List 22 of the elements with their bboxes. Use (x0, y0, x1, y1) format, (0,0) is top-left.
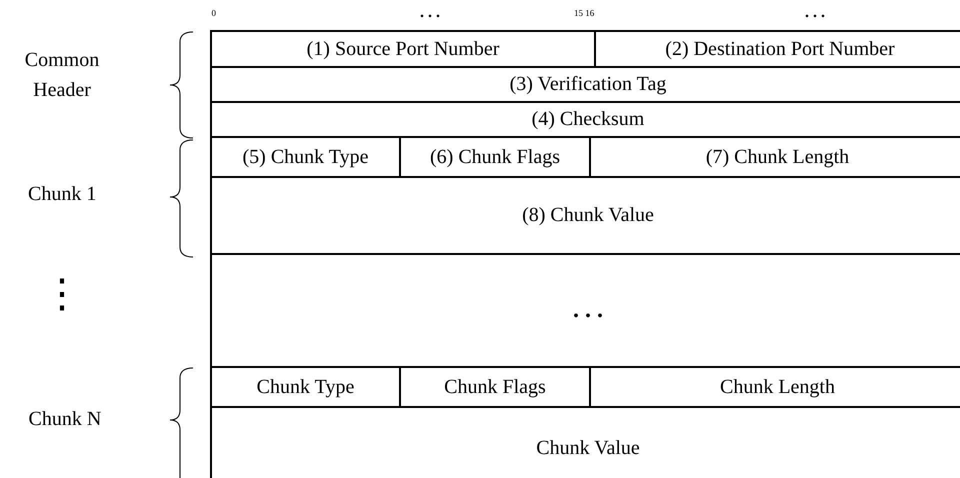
field-label: (8) Chunk Value (522, 204, 654, 227)
bit-number: 0 (212, 8, 216, 18)
field-label: Chunk Length (720, 376, 835, 398)
field-label: Chunk Value (536, 436, 640, 460)
field-box (210, 30, 596, 68)
section-label: Chunk N (28, 408, 102, 431)
bit-number: 15 16 (574, 8, 594, 18)
field-label: (5) Chunk Type (242, 146, 368, 168)
field-label: (3) Verification Tag (510, 73, 666, 96)
field-label: (6) Chunk Flags (430, 146, 560, 168)
ellipsis: . . . (805, 4, 825, 22)
field-label: (1) Source Port Number (306, 38, 500, 60)
vertical-ellipsis: ⋮ (42, 270, 82, 317)
field-label: (7) Chunk Length (706, 146, 850, 168)
field-label: (2) Destination Port Number (665, 38, 895, 60)
ellipsis: . . . (573, 297, 603, 324)
field-label: (4) Checksum (532, 108, 644, 131)
ellipsis: . . . (420, 4, 440, 22)
section-label: Chunk 1 (28, 183, 96, 206)
field-label: Chunk Flags (444, 376, 546, 398)
field-label: Chunk Type (256, 376, 354, 398)
section-label: Common Header (24, 48, 100, 103)
